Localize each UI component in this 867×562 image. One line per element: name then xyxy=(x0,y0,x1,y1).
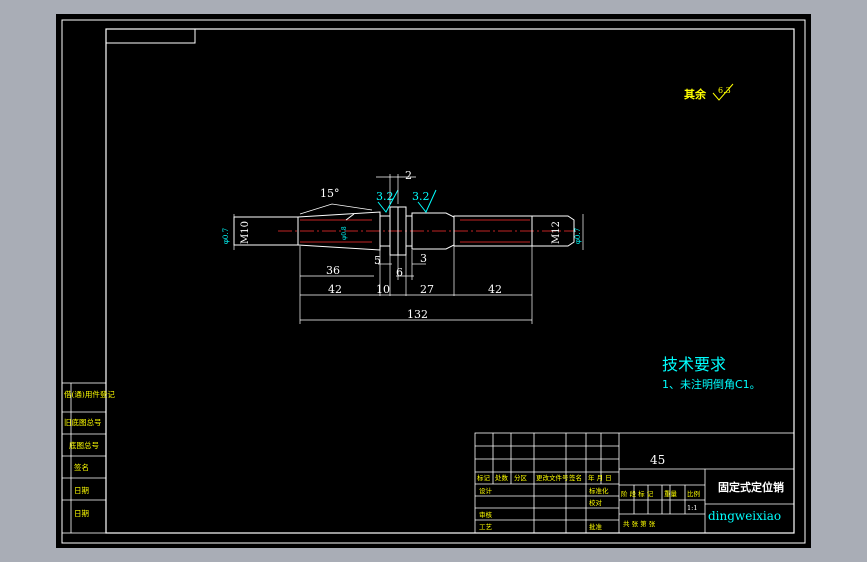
roughness-symbol-icon xyxy=(712,83,734,101)
dim-42b-label: 42 xyxy=(488,283,502,296)
dim-3-label: 3 xyxy=(420,252,427,265)
finish-note-label: 其余 xyxy=(684,87,707,101)
tb-sheets-label: 共 张 第 张 xyxy=(623,519,656,528)
part-name: 固定式定位销 xyxy=(718,480,784,494)
dims-row-2 xyxy=(300,294,532,321)
dim-36-label: 36 xyxy=(326,264,340,277)
dim-27-label: 27 xyxy=(420,283,434,296)
strip-cell-4: 签名 xyxy=(74,462,89,472)
strip-cell-5: 日期 xyxy=(74,486,89,495)
dia-small-label: φ0.8 xyxy=(341,226,348,240)
code-box xyxy=(105,28,196,44)
roughness-left-icon xyxy=(377,189,399,213)
tb-scale-value: 1:1 xyxy=(687,504,697,512)
left-strip xyxy=(61,382,107,534)
chamfer-angle-callout: 15° xyxy=(299,187,373,215)
outer-frame xyxy=(61,19,806,544)
strip-cell-2: 旧底图总号 xyxy=(64,417,102,427)
tb-h-count: 处数 xyxy=(495,473,509,482)
tb-h-zone: 分区 xyxy=(514,473,528,482)
tech-note: 1、未注明倒角C1。 xyxy=(662,377,761,391)
chamfer-angle-label: 15° xyxy=(320,187,340,200)
tb-h-date: 年 月 日 xyxy=(588,473,612,482)
strip-cell-3: 底图总号 xyxy=(69,440,99,450)
finish-note-value: 6.3 xyxy=(718,86,731,95)
ra-right-label: 3.2 xyxy=(412,190,430,203)
tb-r-design: 设计 xyxy=(479,486,493,495)
dim-132-label: 132 xyxy=(407,308,428,321)
roughness-callouts: 3.2 3.2 xyxy=(376,189,437,213)
tb-h-sign: 签名 xyxy=(569,473,582,482)
tb-weight-label: 重量 xyxy=(664,490,678,498)
tech-title: 技术要求 xyxy=(662,355,726,374)
title-block xyxy=(474,432,795,534)
inner-frame xyxy=(105,28,795,534)
surface-finish-note: 其余 6.3 xyxy=(684,83,734,101)
tb-r-review: 审核 xyxy=(479,510,493,519)
tb-h-doc: 更改文件号 xyxy=(536,473,569,482)
ra-left-label: 3.2 xyxy=(376,190,394,203)
tb-scale-label: 比例 xyxy=(687,489,700,498)
dim-42a-label: 42 xyxy=(328,283,342,296)
tb-r-check: 校对 xyxy=(589,498,603,507)
dim-5-label: 5 xyxy=(374,254,381,267)
tb-r-process: 工艺 xyxy=(479,523,493,531)
dim-2: 2 xyxy=(376,169,416,204)
dim-10-label: 10 xyxy=(376,283,390,296)
dim-2-label: 2 xyxy=(405,169,412,182)
drawing-code: dingweixiao xyxy=(708,509,781,523)
dim-6-label: 6 xyxy=(396,266,403,279)
dims-row-1 xyxy=(299,246,533,324)
drawing-sheet: 借(通)用件登记 旧底图总号 底图总号 签名 日期 日期 其余 6.3 xyxy=(56,14,811,548)
roughness-right-icon xyxy=(417,189,437,213)
tb-r-standard: 标准化 xyxy=(589,486,609,495)
dia-left-label: φ0.7 xyxy=(222,228,230,244)
dia-right-label: φ0.7 xyxy=(574,228,582,244)
tech-requirements: 技术要求 1、未注明倒角C1。 xyxy=(662,355,761,391)
thread-left-label: M10 xyxy=(240,221,251,244)
strip-cell-6: 日期 xyxy=(74,509,89,518)
tb-stage-label: 阶 段 标 记 xyxy=(621,489,654,498)
tb-h-mark: 标记 xyxy=(477,473,491,482)
material-label: 45 xyxy=(650,453,665,467)
drawing-canvas: 借(通)用件登记 旧底图总号 底图总号 签名 日期 日期 其余 6.3 xyxy=(61,19,806,544)
strip-cell-1: 借(通)用件登记 xyxy=(64,389,115,399)
tb-r-approve: 批准 xyxy=(589,522,603,531)
thread-right-label: M12 xyxy=(551,221,562,244)
